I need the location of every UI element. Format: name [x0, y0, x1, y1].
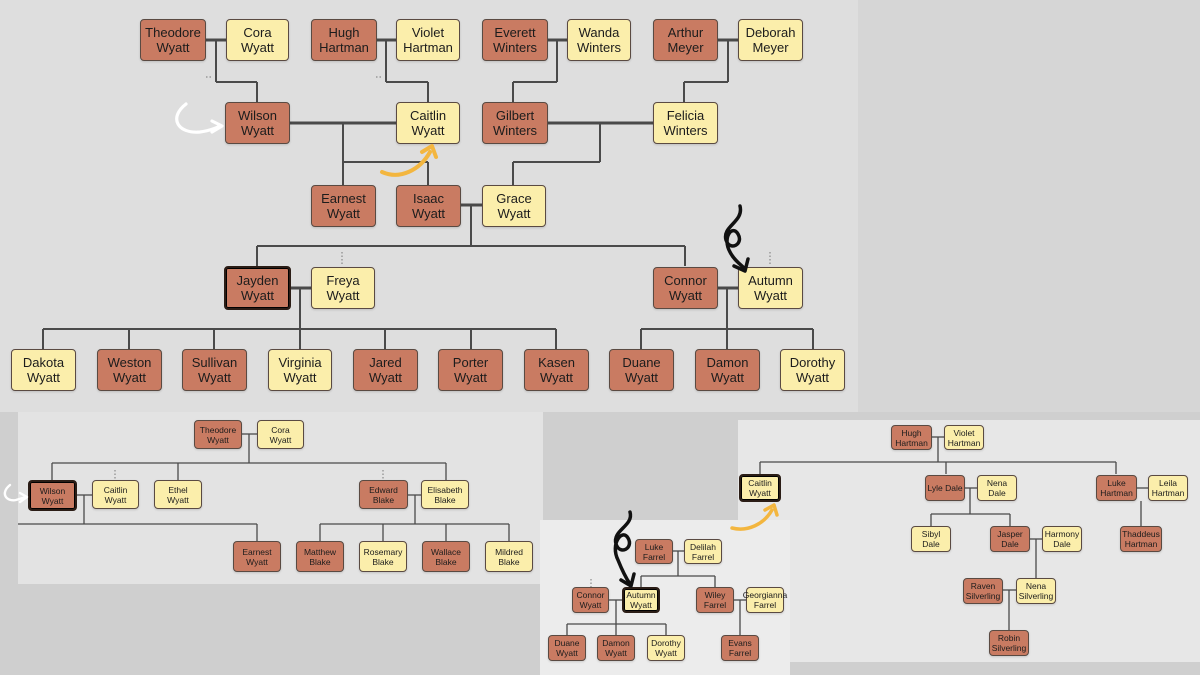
person-connor-wyatt[interactable]: Connor Wyatt	[653, 267, 718, 309]
blank-panel	[858, 0, 1200, 412]
person-wiley-farrel[interactable]: Wiley Farrel	[696, 587, 734, 613]
person-mildred-blake[interactable]: Mildred Blake	[485, 541, 533, 572]
person-damon-wyatt[interactable]: Damon Wyatt	[695, 349, 760, 391]
person-thaddeus-hartman[interactable]: Thaddeus Hartman	[1120, 526, 1162, 552]
person-virginia-wyatt[interactable]: Virginia Wyatt	[268, 349, 332, 391]
person-harmony-dale[interactable]: Harmony Dale	[1042, 526, 1082, 552]
person-cora-wyatt[interactable]: Cora Wyatt	[226, 19, 289, 61]
person-elisabeth-blake[interactable]: Elisabeth Blake	[421, 480, 469, 509]
person-leila-hartman[interactable]: Leila Hartman	[1148, 475, 1188, 501]
person-matthew-blake[interactable]: Matthew Blake	[296, 541, 344, 572]
person-theodore-wyatt-small[interactable]: Theodore Wyatt	[194, 420, 242, 449]
person-dakota-wyatt[interactable]: Dakota Wyatt	[11, 349, 76, 391]
person-sullivan-wyatt[interactable]: Sullivan Wyatt	[182, 349, 247, 391]
person-dorothy-wyatt[interactable]: Dorothy Wyatt	[780, 349, 845, 391]
person-wanda-winters[interactable]: Wanda Winters	[567, 19, 631, 61]
person-arthur-meyer[interactable]: Arthur Meyer	[653, 19, 718, 61]
person-luke-hartman[interactable]: Luke Hartman	[1096, 475, 1137, 501]
person-robin-silverling[interactable]: Robin Silverling	[989, 630, 1029, 656]
person-earnest-wyatt-small[interactable]: Earnest Wyatt	[233, 541, 281, 572]
person-wilson-wyatt-selected[interactable]: Wilson Wyatt	[28, 480, 77, 511]
person-grace-wyatt[interactable]: Grace Wyatt	[482, 185, 546, 227]
person-hugh-hartman-small[interactable]: Hugh Hartman	[891, 425, 932, 450]
person-dorothy-wyatt-small[interactable]: Dorothy Wyatt	[647, 635, 685, 661]
person-delilah-farrel[interactable]: Delilah Farrel	[684, 539, 722, 564]
person-everett-winters[interactable]: Everett Winters	[482, 19, 548, 61]
person-raven-silverling[interactable]: Raven Silverling	[963, 578, 1003, 604]
person-rosemary-blake[interactable]: Rosemary Blake	[359, 541, 407, 572]
person-evans-farrel[interactable]: Evans Farrel	[721, 635, 759, 661]
person-jared-wyatt[interactable]: Jared Wyatt	[353, 349, 418, 391]
person-violet-hartman-small[interactable]: Violet Hartman	[944, 425, 984, 450]
person-autumn-wyatt[interactable]: Autumn Wyatt	[738, 267, 803, 309]
person-damon-wyatt-small[interactable]: Damon Wyatt	[597, 635, 635, 661]
person-gilbert-winters[interactable]: Gilbert Winters	[482, 102, 548, 144]
person-caitlin-wyatt-small[interactable]: Caitlin Wyatt	[92, 480, 139, 509]
person-isaac-wyatt[interactable]: Isaac Wyatt	[396, 185, 461, 227]
person-caitlin-wyatt-selected[interactable]: Caitlin Wyatt	[739, 474, 781, 502]
person-connor-wyatt-small[interactable]: Connor Wyatt	[572, 587, 609, 613]
person-jasper-dale[interactable]: Jasper Dale	[990, 526, 1030, 552]
person-cora-wyatt-small[interactable]: Cora Wyatt	[257, 420, 304, 449]
person-kasen-wyatt[interactable]: Kasen Wyatt	[524, 349, 589, 391]
person-edward-blake[interactable]: Edward Blake	[359, 480, 408, 509]
person-luke-farrel[interactable]: Luke Farrel	[635, 539, 673, 564]
person-duane-wyatt-small[interactable]: Duane Wyatt	[548, 635, 586, 661]
person-violet-hartman[interactable]: Violet Hartman	[396, 19, 460, 61]
person-ethel-wyatt[interactable]: Ethel Wyatt	[154, 480, 202, 509]
person-duane-wyatt[interactable]: Duane Wyatt	[609, 349, 674, 391]
person-jayden-wyatt-selected[interactable]: Jayden Wyatt	[224, 266, 291, 310]
person-porter-wyatt[interactable]: Porter Wyatt	[438, 349, 503, 391]
person-sibyl-dale[interactable]: Sibyl Dale	[911, 526, 951, 552]
person-deborah-meyer[interactable]: Deborah Meyer	[738, 19, 803, 61]
person-freya-wyatt[interactable]: Freya Wyatt	[311, 267, 375, 309]
person-hugh-hartman[interactable]: Hugh Hartman	[311, 19, 377, 61]
person-caitlin-wyatt[interactable]: Caitlin Wyatt	[396, 102, 460, 144]
person-georgianna-farrel[interactable]: Georgianna Farrel	[743, 587, 787, 613]
person-autumn-wyatt-selected[interactable]: Autumn Wyatt	[622, 587, 660, 613]
person-nena-dale[interactable]: Nena Dale	[977, 475, 1017, 501]
person-felicia-winters[interactable]: Felicia Winters	[653, 102, 718, 144]
person-wallace-blake[interactable]: Wallace Blake	[422, 541, 470, 572]
person-lyle-dale[interactable]: Lyle Dale	[925, 475, 965, 501]
person-wilson-wyatt[interactable]: Wilson Wyatt	[225, 102, 290, 144]
person-nena-silverling[interactable]: Nena Silverling	[1016, 578, 1056, 604]
person-earnest-wyatt[interactable]: Earnest Wyatt	[311, 185, 376, 227]
person-weston-wyatt[interactable]: Weston Wyatt	[97, 349, 162, 391]
person-theodore-wyatt[interactable]: Theodore Wyatt	[140, 19, 206, 61]
